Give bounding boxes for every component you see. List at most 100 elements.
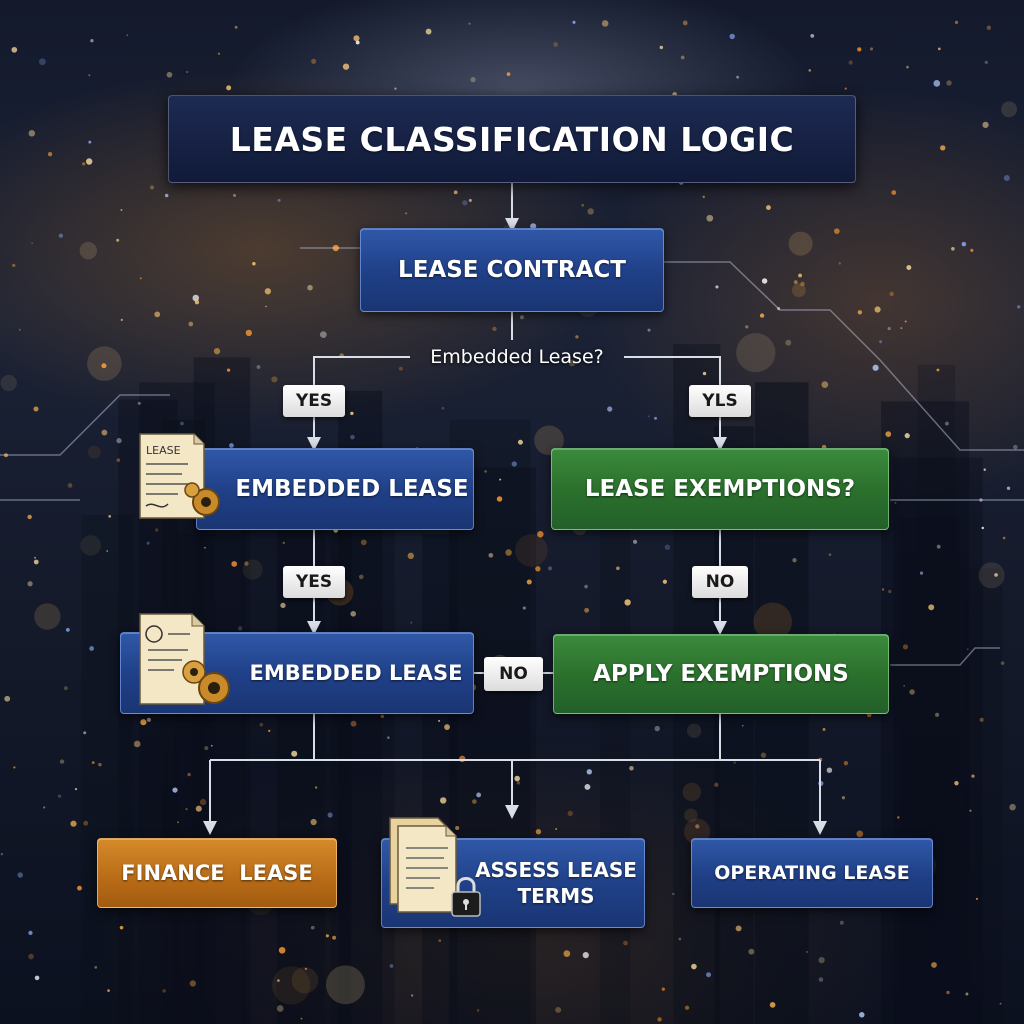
city-light-dot [180, 421, 184, 426]
city-light-dot [355, 40, 360, 45]
city-light-dot [766, 205, 771, 211]
node-embedded-lease-2-label: EMBEDDED LEASE [249, 661, 463, 685]
city-light-dot [979, 717, 984, 722]
city-light-dot [906, 265, 912, 270]
city-light-dot [1002, 536, 1006, 540]
city-light-dot [57, 794, 62, 798]
city-light-dot [186, 70, 189, 74]
node-apply-exemptions[interactable]: APPLY EXEMPTIONS [553, 634, 889, 714]
city-light-dot [28, 930, 33, 936]
city-light-dot [839, 920, 844, 925]
city-light-dot [259, 722, 264, 727]
node-operating-lease[interactable]: OPERATING LEASE [691, 838, 933, 908]
city-light-dot [162, 989, 166, 993]
city-light-dot [470, 76, 476, 83]
node-lease-exemptions[interactable]: LEASE EXEMPTIONS? [551, 448, 889, 530]
node-finance-lease[interactable]: FINANCE LEASE [97, 838, 337, 908]
city-light-dot [909, 689, 915, 695]
city-light-dot [327, 812, 333, 818]
city-light-dot [43, 806, 46, 809]
city-light-dot [581, 203, 585, 207]
city-light-dot [1003, 175, 1010, 182]
city-light-dot [476, 1009, 480, 1012]
city-light-dot [897, 816, 900, 819]
city-light-dot [492, 326, 497, 332]
node-lease-contract[interactable]: LEASE CONTRACT [360, 228, 664, 312]
edge-label-no-center-text: NO [499, 664, 528, 684]
city-light-dot [965, 992, 969, 996]
city-light-dot [514, 775, 520, 782]
city-light-dot [966, 648, 969, 650]
city-light-dot [936, 368, 940, 372]
city-light-dot [519, 315, 525, 320]
city-light-dot [310, 925, 315, 930]
building-silhouette [448, 467, 537, 1024]
city-light-dot [680, 55, 685, 60]
city-light-dot [572, 20, 576, 24]
connector-question-left [313, 356, 410, 385]
city-light-dot [684, 1005, 690, 1010]
city-light-dot [0, 852, 4, 856]
bokeh-blob [0, 374, 17, 392]
city-light-dot [398, 366, 403, 371]
city-light-dot [607, 406, 613, 412]
city-light-dot [217, 52, 221, 55]
city-light-dot [904, 433, 910, 439]
city-light-dot [256, 365, 261, 369]
city-light-dot [954, 780, 959, 786]
city-light-dot [195, 805, 202, 812]
city-light-dot [199, 798, 207, 806]
city-light-dot [535, 829, 542, 835]
city-light-dot [984, 60, 988, 64]
circuit-line-right [664, 261, 1024, 451]
city-light-dot [981, 526, 984, 530]
city-light-dot [496, 496, 503, 502]
bokeh-blob [686, 723, 702, 738]
city-light-dot [857, 47, 862, 52]
city-light-dot [140, 719, 147, 726]
city-light-dot [278, 946, 286, 954]
city-light-dot [476, 792, 482, 798]
city-light-dot [155, 528, 159, 532]
bokeh-blob [753, 602, 793, 641]
city-light-dot [954, 20, 959, 24]
city-light-dot [505, 549, 512, 556]
city-light-dot [425, 28, 432, 35]
city-light-dot [702, 371, 707, 376]
city-light-dot [116, 438, 122, 444]
edge-label-yes-right: YLS [689, 385, 751, 417]
city-light-dot [522, 606, 526, 610]
city-light-dot [714, 782, 719, 787]
city-light-dot [106, 550, 108, 552]
city-light-dot [116, 238, 120, 242]
city-light-dot [888, 589, 892, 594]
city-light-dot [232, 193, 237, 197]
city-light-dot [468, 198, 472, 202]
bokeh-blob [791, 283, 806, 298]
city-light-dot [736, 75, 740, 79]
city-light-dot [891, 190, 897, 195]
node-embedded-lease-1[interactable]: EMBEDDED LEASE [196, 448, 474, 530]
city-light-dot [188, 321, 194, 327]
city-light-dot [4, 695, 11, 702]
edge-label-no-center: NO [484, 657, 543, 691]
city-light-dot [659, 45, 664, 50]
city-light-dot [818, 957, 825, 964]
city-light-dot [729, 33, 735, 40]
city-light-dot [58, 233, 64, 238]
city-light-dot [353, 35, 360, 42]
city-light-dot [979, 498, 983, 502]
city-light-dot [838, 262, 842, 265]
city-light-dot [439, 797, 447, 804]
city-light-dot [33, 559, 39, 565]
city-light-dot [945, 421, 949, 426]
city-light-dot [548, 566, 553, 571]
city-light-dot [70, 820, 77, 827]
bokeh-blob [242, 559, 263, 580]
city-light-dot [120, 318, 123, 321]
city-light-dot [120, 209, 123, 211]
page-title-text: LEASE CLASSIFICATION LOGIC [229, 119, 795, 159]
city-light-dot [34, 556, 36, 559]
city-light-dot [946, 80, 952, 86]
decision-question-text: Embedded Lease? [430, 346, 604, 368]
